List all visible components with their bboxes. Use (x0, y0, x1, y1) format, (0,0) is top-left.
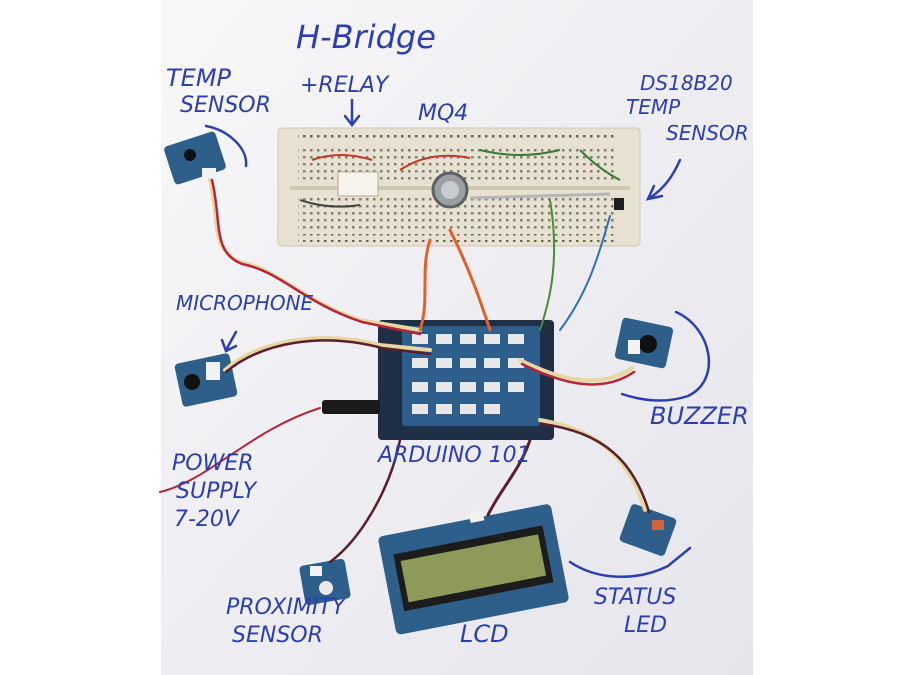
label-ds18b20-line1: DS18B20 (640, 71, 733, 95)
microphone-module (174, 353, 238, 407)
label-temp-line1: TEMP (166, 64, 232, 92)
label-proximity-line2: SENSOR (232, 623, 323, 648)
proximity-sensor-module (299, 558, 351, 606)
lcd-module (378, 504, 569, 635)
arrow-ds18b20 (645, 158, 682, 201)
label-status-line1: STATUS (594, 585, 676, 610)
status-led-module (619, 504, 677, 556)
label-ds18b20-line3: SENSOR (666, 121, 749, 145)
label-status-line2: LED (624, 613, 667, 638)
arrow-temp-sensor (204, 124, 248, 168)
label-power-line2: SUPPLY (176, 479, 258, 504)
label-arduino: ARDUINO 101 (376, 443, 531, 468)
label-microphone: MICROPHONE (176, 291, 314, 315)
breadboard (277, 127, 641, 247)
buzzer-module (614, 317, 674, 369)
arrow-relay (343, 98, 361, 128)
ds18b20-sensor (614, 198, 624, 210)
power-jack (322, 400, 380, 414)
arc-status-led (568, 546, 692, 578)
handwritten-labels: H-Bridge +RELAY MQ4 DS18B20 TEMP SENSOR … (166, 18, 749, 648)
label-h-bridge: H-Bridge (296, 18, 436, 56)
label-lcd: LCD (460, 620, 509, 648)
label-ds18b20-line2: TEMP (626, 95, 681, 119)
cables (159, 178, 651, 564)
relay-module (337, 171, 379, 197)
arrow-microphone (220, 330, 238, 353)
label-power-line3: 7-20V (174, 507, 241, 532)
temp-sensor-module (164, 131, 226, 185)
label-buzzer: BUZZER (650, 402, 749, 430)
label-temp-line2: SENSOR (180, 93, 271, 118)
label-relay: +RELAY (300, 73, 390, 98)
arc-buzzer (620, 310, 711, 402)
label-mq4: MQ4 (418, 101, 468, 126)
label-power-line1: POWER (172, 451, 254, 476)
label-proximity-line1: PROXIMITY (226, 595, 347, 620)
